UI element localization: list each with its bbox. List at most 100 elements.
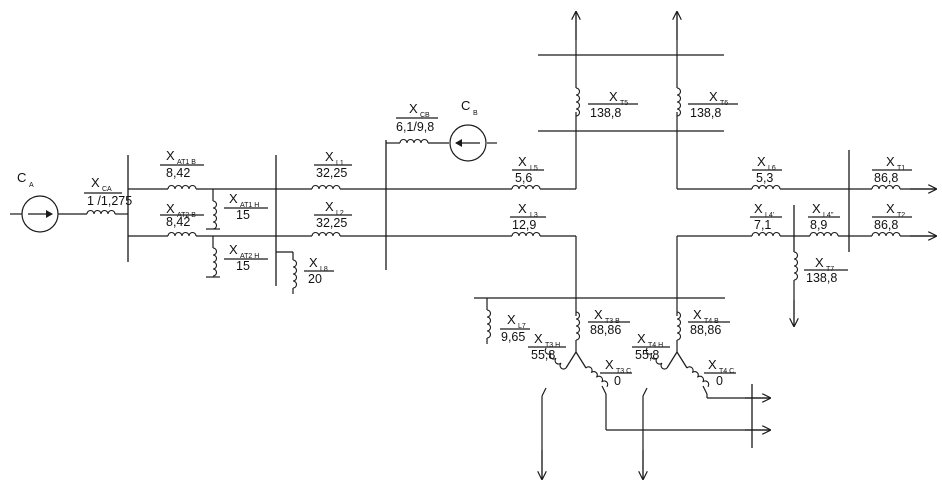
svg-text:20: 20 xyxy=(308,272,322,286)
label-x-l2: X L2 32,25 xyxy=(314,199,352,230)
label-x-ca: X CA 1 /1,275 xyxy=(84,175,132,208)
svg-text:0: 0 xyxy=(716,374,723,388)
label-x-t3h: X T3 H 55,8 xyxy=(528,331,566,362)
label-x-l4b: X L4'' 8,9 xyxy=(808,201,840,232)
element-labels: X CA 1 /1,275 X CB 6,1/9,8 X AT1 B 8,42 … xyxy=(84,89,912,388)
svg-text:32,25: 32,25 xyxy=(316,216,347,230)
svg-text:L5: L5 xyxy=(530,165,538,172)
svg-text:T2: T2 xyxy=(897,212,905,219)
svg-text:L1: L1 xyxy=(336,160,344,167)
svg-text:1 /1,275: 1 /1,275 xyxy=(87,194,132,208)
label-x-at2b: X AT2 B 8,42 xyxy=(160,201,204,229)
label-x-t7: X T7 138,8 xyxy=(804,255,848,285)
svg-text:138,8: 138,8 xyxy=(690,106,721,120)
label-x-l6: X L6 5,3 xyxy=(752,154,782,185)
svg-text:X: X xyxy=(229,191,238,206)
label-x-t4b: X T4 B 88,86 xyxy=(688,307,730,337)
svg-text:X: X xyxy=(812,201,821,216)
svg-text:AT1 H: AT1 H xyxy=(240,202,259,209)
source-ca: C A xyxy=(17,170,59,233)
svg-text:8,42: 8,42 xyxy=(166,166,190,180)
source-cb: C B xyxy=(449,98,487,162)
svg-text:L4': L4' xyxy=(765,212,774,219)
label-x-at1b: X AT1 B 8,42 xyxy=(160,148,204,180)
svg-text:X: X xyxy=(91,175,100,190)
svg-text:5,6: 5,6 xyxy=(515,171,532,185)
svg-text:88,86: 88,86 xyxy=(590,323,621,337)
label-x-t6: X T6 138,8 xyxy=(688,89,738,120)
svg-text:X: X xyxy=(709,89,718,104)
svg-text:X: X xyxy=(507,312,516,327)
svg-text:X: X xyxy=(708,357,717,372)
label-x-l8: X L8 20 xyxy=(304,255,334,286)
svg-text:L4'': L4'' xyxy=(823,212,833,219)
svg-text:T4 H: T4 H xyxy=(648,342,663,349)
svg-text:X: X xyxy=(815,255,824,270)
svg-text:X: X xyxy=(229,242,238,257)
label-x-l1: X L1 32,25 xyxy=(314,149,352,180)
label-x-l3: X L3 12,9 xyxy=(510,201,546,232)
source-ca-sub: A xyxy=(29,182,34,189)
label-x-t2: X T2 86,8 xyxy=(872,201,912,232)
svg-text:X: X xyxy=(693,307,702,322)
svg-text:55,8: 55,8 xyxy=(635,348,659,362)
svg-text:X: X xyxy=(166,148,175,163)
load-arrows xyxy=(542,12,936,479)
svg-text:15: 15 xyxy=(236,208,250,222)
svg-text:L7: L7 xyxy=(518,323,526,330)
svg-text:L3: L3 xyxy=(530,212,538,219)
svg-text:L8: L8 xyxy=(320,266,328,273)
svg-text:X: X xyxy=(757,154,766,169)
svg-text:0: 0 xyxy=(614,374,621,388)
svg-text:T4 C: T4 C xyxy=(719,368,734,375)
svg-text:32,25: 32,25 xyxy=(316,166,347,180)
wiring xyxy=(10,12,935,478)
svg-text:X: X xyxy=(309,255,318,270)
svg-text:T3 H: T3 H xyxy=(545,342,560,349)
svg-text:55,8: 55,8 xyxy=(531,348,555,362)
svg-text:L2: L2 xyxy=(336,210,344,217)
svg-text:X: X xyxy=(754,201,763,216)
svg-text:X: X xyxy=(325,149,334,164)
label-x-t1: X T1 86,8 xyxy=(872,154,912,185)
svg-text:5,3: 5,3 xyxy=(756,171,773,185)
label-x-at1h: X AT1 H 15 xyxy=(224,191,268,222)
svg-text:9,65: 9,65 xyxy=(501,330,525,344)
svg-text:86,8: 86,8 xyxy=(874,171,898,185)
svg-text:CA: CA xyxy=(102,186,112,193)
svg-text:15: 15 xyxy=(236,259,250,273)
svg-text:86,8: 86,8 xyxy=(874,218,898,232)
svg-text:T3 C: T3 C xyxy=(616,368,631,375)
label-x-t3b: X T3 B 88,86 xyxy=(588,307,630,337)
source-cb-sub: B xyxy=(473,110,478,117)
svg-text:X: X xyxy=(534,331,543,346)
label-x-t4h: X T4 H 55,8 xyxy=(632,331,670,362)
svg-text:X: X xyxy=(886,201,895,216)
reactor-coils xyxy=(86,87,901,388)
svg-text:X: X xyxy=(325,199,334,214)
svg-text:X: X xyxy=(609,89,618,104)
source-cb-letter: C xyxy=(461,98,470,113)
svg-text:12,9: 12,9 xyxy=(512,218,536,232)
svg-text:X: X xyxy=(886,154,895,169)
svg-text:AT2 H: AT2 H xyxy=(240,253,259,260)
svg-text:8,42: 8,42 xyxy=(166,215,190,229)
label-x-t3c: X T3 C 0 xyxy=(600,357,632,388)
svg-text:X: X xyxy=(518,154,527,169)
label-x-t4c: X T4 C 0 xyxy=(704,357,736,388)
svg-text:138,8: 138,8 xyxy=(806,271,837,285)
svg-text:X: X xyxy=(637,331,646,346)
label-x-l4a: X L4' 7,1 xyxy=(750,201,782,232)
svg-text:L6: L6 xyxy=(768,165,776,172)
label-x-cb: X CB 6,1/9,8 xyxy=(396,101,438,134)
svg-text:8,9: 8,9 xyxy=(810,218,827,232)
svg-text:7,1: 7,1 xyxy=(754,218,771,232)
svg-text:X: X xyxy=(518,201,527,216)
svg-text:88,86: 88,86 xyxy=(690,323,721,337)
label-x-t5: X T5 138,8 xyxy=(588,89,638,120)
label-x-l5: X L5 5,6 xyxy=(512,154,544,185)
svg-text:X: X xyxy=(605,357,614,372)
svg-text:X: X xyxy=(166,201,175,216)
svg-text:X: X xyxy=(409,101,418,116)
